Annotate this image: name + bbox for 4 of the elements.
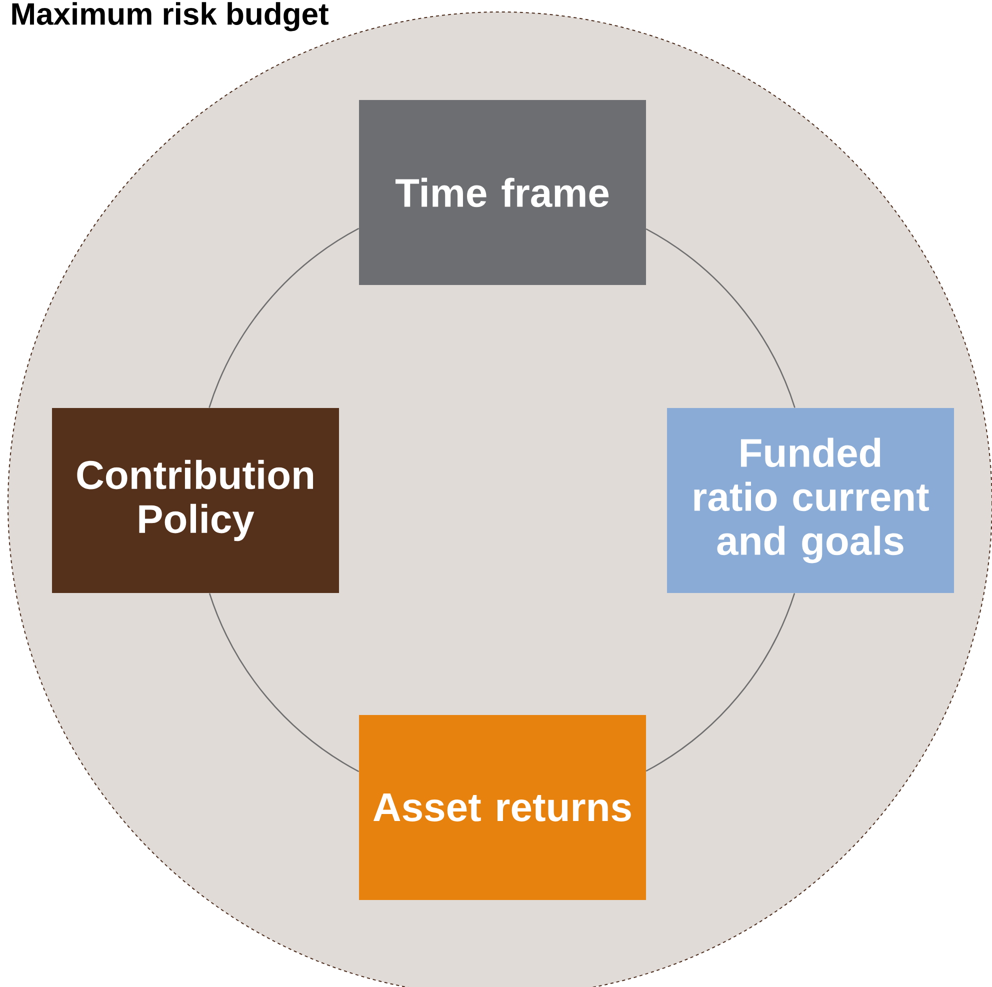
factor-box: Time frame — [359, 100, 646, 285]
factor-box: Asset returns — [359, 715, 646, 900]
factor-box: Funded ratio current and goals — [667, 408, 954, 593]
factor-box: Contribution Policy — [52, 408, 339, 593]
